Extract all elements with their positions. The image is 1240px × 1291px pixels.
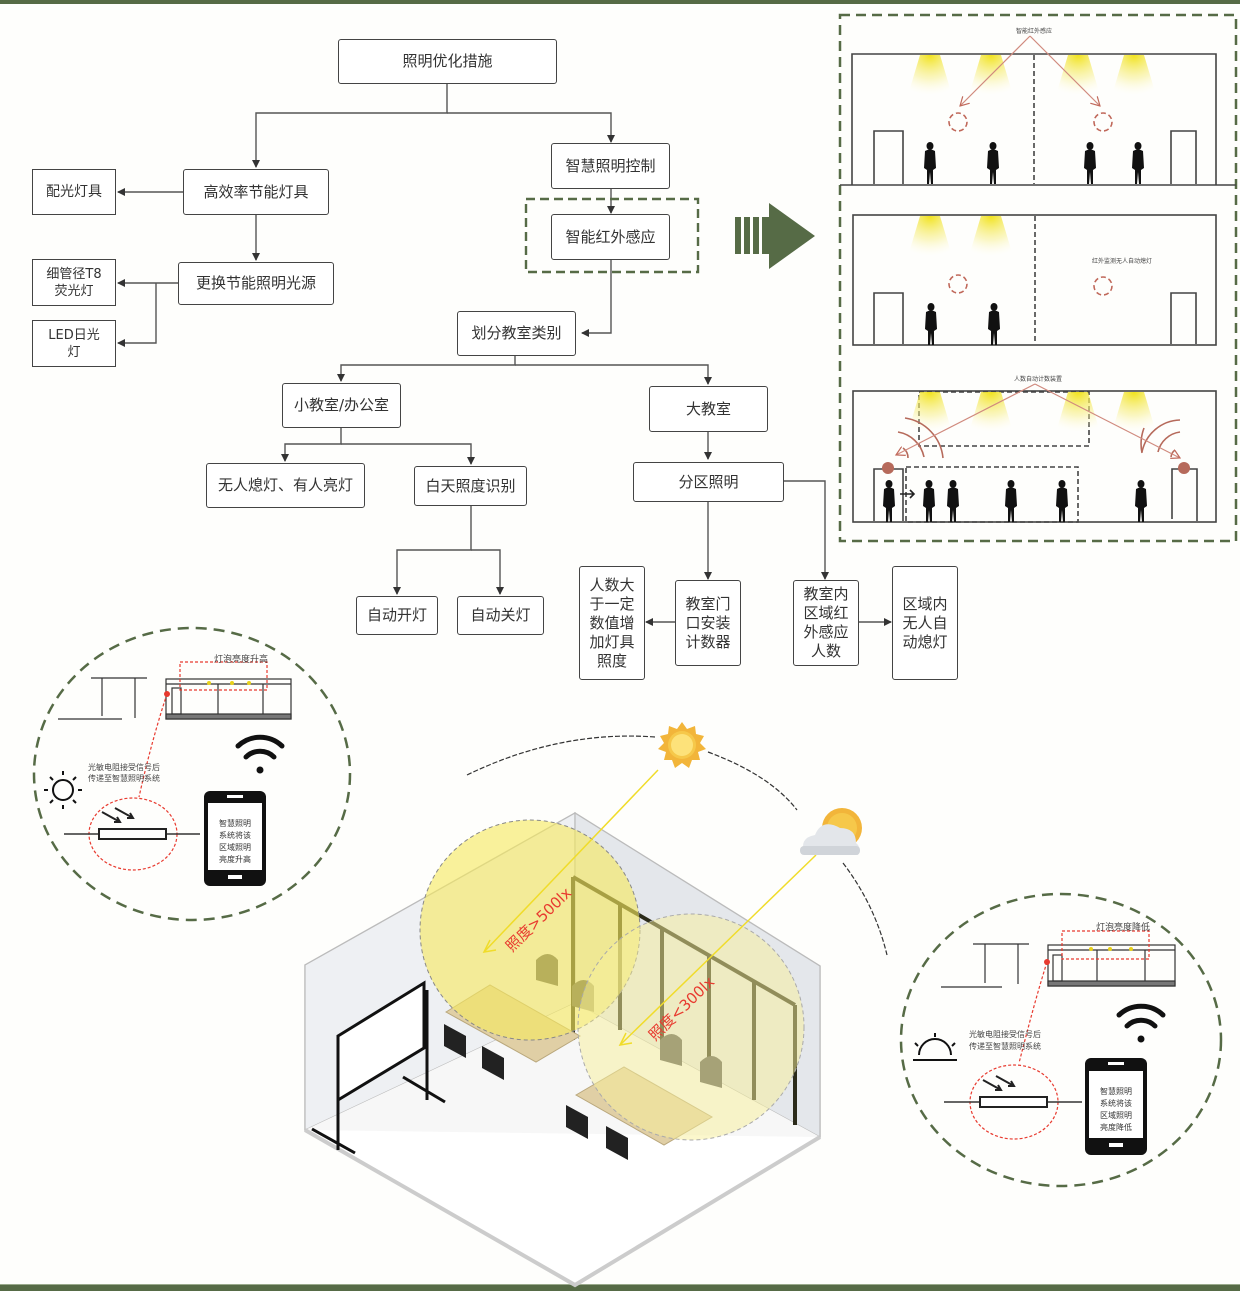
light-rays-icon [101,807,135,823]
enter-arrow-icon [900,489,916,499]
node-increase-illumination: 人数大于一定数值增加灯具照度 [579,566,645,680]
sun-path [466,735,656,776]
node-infrared-sensing: 智能红外感应 [551,214,670,260]
node-zone-infrared-count: 教室内区域红外感应人数 [793,580,859,666]
sun-path [707,751,798,811]
panel-1-label: 智能红外感应 [1016,28,1053,35]
light-beam [1056,392,1100,432]
phone-text-left: 智慧照明 系统将该 区域照明 亮度升高 [219,819,251,864]
door-icon [873,292,904,344]
node-zone-lighting: 分区照明 [633,462,784,502]
signal-waves-icon [897,417,1181,459]
chair-icon [566,1105,588,1139]
partly-cloudy-icon [800,808,862,855]
node-door-counter: 教室门口安装计数器 [675,580,741,666]
section-panels-frame [838,13,1238,543]
whiteboard-icon [311,980,446,1155]
counter-sensor-icon [1178,462,1190,474]
infrared-highlight-frame [524,197,700,274]
wifi-icon [1116,1003,1166,1043]
photoresistor-icon [98,828,167,840]
node-root: 照明优化措施 [338,39,557,84]
panel-2-label: 红外监测无人自动熄灯 [1092,258,1153,265]
counter-sensor-icon [882,462,894,474]
signal-label-left-1: 光敏电阻接受信号后 [88,763,160,772]
node-led-lamp: LED日光灯 [32,320,116,367]
sunset-icon [913,1033,957,1061]
node-auto-off: 自动关灯 [457,596,544,635]
light-beam [1112,392,1156,432]
light-rays-icon [982,1075,1016,1091]
door-icon [1170,292,1197,344]
light-beam [908,216,952,256]
phone-text-right: 智慧照明 系统将该 区域照明 亮度降低 [1100,1087,1132,1132]
photoresistor-icon [979,1096,1048,1108]
node-smart-control: 智慧照明控制 [551,143,670,189]
node-replace-source: 更换节能照明光源 [178,262,334,305]
node-efficient-fixtures: 高效率节能灯具 [183,169,329,215]
node-no-person-off: 无人熄灯、有人亮灯 [206,463,365,508]
signal-label-right-2: 传递至智慧照明系统 [969,1042,1041,1051]
panel-3-label: 人数自动计数装置 [1014,376,1063,383]
node-daylight-detect: 白天照度识别 [414,466,527,506]
node-t8-lamp: 细管径T8荧光灯 [32,259,116,306]
sun-ray [619,854,817,1046]
sensor-icon [1093,276,1113,296]
light-beam [969,216,1013,256]
bulb-brightness-up-label: 灯泡亮度升高 [214,655,269,665]
light-beam [908,55,952,95]
sun-ray [483,769,659,953]
dim-zone [577,913,805,1141]
door-icon [873,130,904,184]
sun-icon [44,771,82,809]
sensor-icon [948,112,968,132]
light-beam [1056,55,1100,95]
bulb-highlight-box [179,661,268,691]
section-panel-1 [840,35,1236,186]
chair-icon [606,1126,628,1160]
door-icon [1170,130,1197,184]
sensor-left-frame [32,626,352,922]
sensor-icon [1093,112,1113,132]
big-arrow-icon [735,203,815,269]
node-classify-rooms: 划分教室类别 [457,311,576,356]
sensor-icon [948,274,968,294]
bulb-highlight-box [1061,930,1150,960]
top-border [0,0,1240,4]
bottom-border [0,1284,1240,1291]
sun-path [842,862,888,956]
chair-icon [444,1024,466,1058]
section-panel-3 [852,383,1217,523]
light-beam [969,392,1013,432]
node-light-fixture: 配光灯具 [32,169,116,215]
node-small-room: 小教室/办公室 [282,383,401,428]
sun-icon [658,722,706,768]
bulb-brightness-down-label: 灯泡亮度降低 [1096,923,1151,933]
light-beam [1112,55,1156,95]
node-large-room: 大教室 [649,386,768,432]
building-section-icon [58,677,292,720]
chair-icon [482,1046,504,1080]
section-panel-2 [852,214,1217,346]
sensor-right-frame [899,892,1223,1188]
signal-label-left-2: 传递至智慧照明系统 [88,774,160,783]
node-auto-on: 自动开灯 [356,596,438,635]
node-zone-auto-off: 区域内无人自动熄灯 [892,566,958,680]
wifi-icon [235,734,285,774]
signal-label-right-1: 光敏电阻接受信号后 [969,1030,1041,1039]
